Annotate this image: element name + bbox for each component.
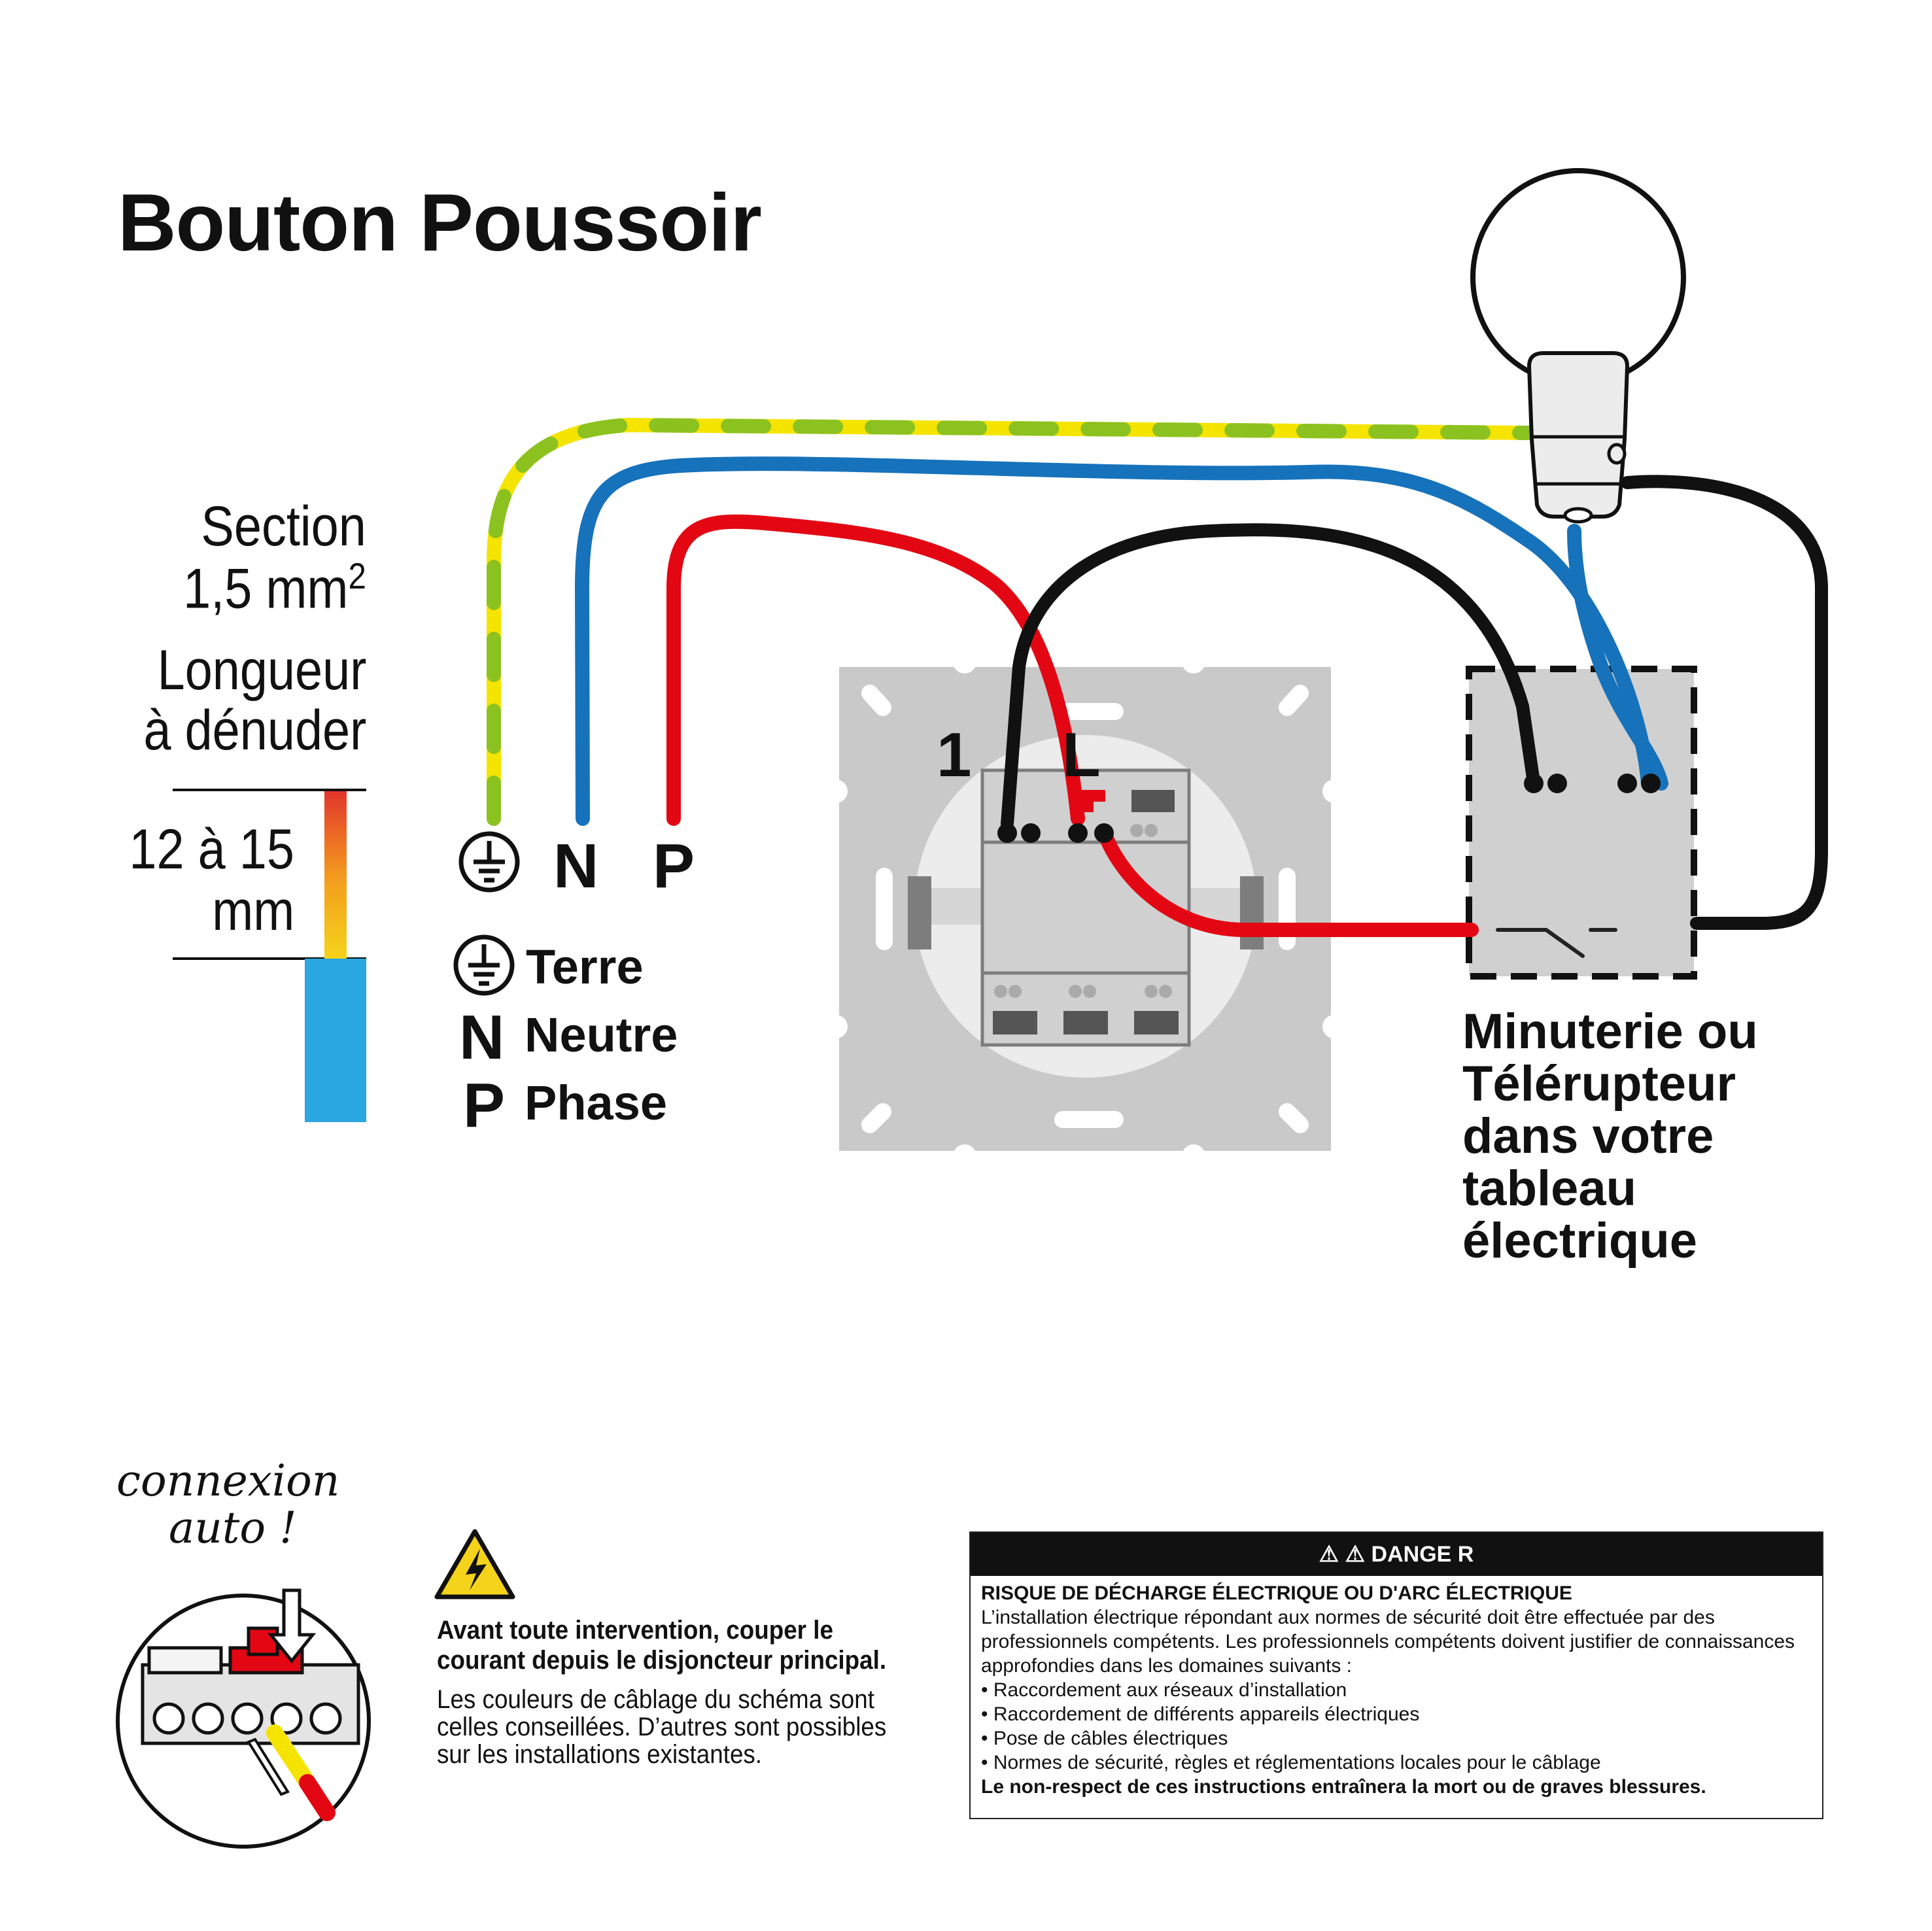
legend-neutral-text: Neutre [525, 1008, 678, 1062]
safety-instruction: Avant toute intervention, couper le cour… [437, 1616, 887, 1675]
section-value: 1,5 mm2 [183, 555, 366, 621]
danger-item: • Raccordement de différents appareils é… [981, 1703, 1420, 1725]
earth-wire-stripe [487, 418, 1536, 826]
strip-length-indicator [173, 789, 366, 1122]
earth-terminal-symbol [458, 831, 520, 893]
auto-connection-illustration [116, 1588, 371, 1849]
danger-body: RISQUE DE DÉCHARGE ÉLECTRIQUE OU D'ARC É… [971, 1576, 1822, 1799]
timer-relay-box [1466, 666, 1697, 980]
danger-item: • Pose de câbles électriques [981, 1728, 1228, 1749]
page-title: Bouton Poussoir [118, 178, 762, 268]
legend-earth-text: Terre [526, 940, 644, 994]
danger-notice: ⚠ ⚠ DANGE R RISQUE DE DÉCHARGE ÉLECTRIQU… [969, 1531, 1823, 1819]
phase-out-wire [1097, 825, 1479, 937]
danger-warning-icon: ⚠ ⚠ [1319, 1542, 1371, 1567]
terminal-dots [997, 774, 1661, 843]
push-button-mechanism [824, 650, 1346, 1168]
caption-line: Télérupteur [1462, 1056, 1736, 1112]
switch-terminal-l-label: L [1062, 720, 1101, 790]
phase-terminal-label: P [653, 831, 695, 901]
length-label-line1: Longueur [157, 639, 366, 702]
wiring-colors-note: Les couleurs de câblage du schéma sont c… [437, 1685, 887, 1769]
strip-length-line1: 12 à 15 [129, 818, 294, 881]
auto-connection-caption-line2: auto ! [169, 1503, 297, 1553]
auto-connection-caption-line1: connexion [116, 1456, 340, 1506]
section-superscript: 2 [348, 555, 366, 596]
strip-length-line2: mm [211, 880, 294, 942]
lamp-return-wire [1621, 475, 1828, 930]
switch-terminal-1-label: 1 [937, 720, 972, 790]
legend-phase-text: Phase [525, 1076, 668, 1130]
switched-wire [1001, 523, 1540, 830]
section-number: 1,5 mm [183, 557, 349, 621]
earth-legend-symbol [453, 934, 515, 996]
danger-title: DANGE R [1371, 1542, 1474, 1567]
danger-item: • Normes de sécurité, règles et réglemen… [981, 1752, 1601, 1773]
danger-item: • Raccordement aux réseaux d’installatio… [981, 1679, 1347, 1701]
caption-line: Minuterie ou [1462, 1004, 1758, 1059]
stripped-conductor [324, 791, 347, 959]
phase-wire [666, 514, 1085, 826]
timer-relay-caption: Minuterie ou Télérupteur dans votre tabl… [1462, 1006, 1758, 1267]
legend-phase-letter: P [463, 1070, 506, 1140]
caption-line: tableau [1462, 1161, 1637, 1216]
wire-insulation [305, 959, 366, 1122]
caption-line: dans votre [1462, 1108, 1714, 1164]
electrical-warning-icon [434, 1529, 515, 1599]
danger-intro: L’installation électrique répondant aux … [981, 1607, 1795, 1677]
neutral-wire-lamp [1567, 524, 1668, 791]
relay-contact-symbol [1496, 928, 1617, 958]
danger-subtitle: RISQUE DE DÉCHARGE ÉLECTRIQUE OU D'ARC É… [981, 1582, 1572, 1604]
length-label-line2: à dénuder [143, 699, 366, 762]
light-bulb [1470, 168, 1686, 524]
wires [487, 418, 1828, 937]
neutral-terminal-label: N [553, 831, 599, 901]
lamp-socket [1527, 351, 1630, 519]
section-label: Section [201, 495, 366, 558]
caption-line: électrique [1462, 1213, 1698, 1269]
legend-neutral-letter: N [459, 1002, 505, 1072]
danger-footer: Le non-respect de ces instructions entra… [981, 1776, 1706, 1798]
danger-header: ⚠ ⚠ DANGE R [971, 1533, 1822, 1576]
